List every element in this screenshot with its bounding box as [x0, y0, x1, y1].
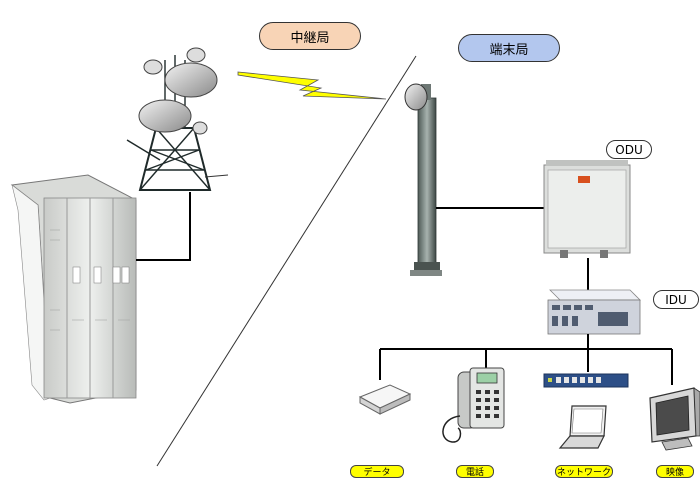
laptop-device	[558, 405, 607, 449]
terminal-station-label: 端末局	[458, 34, 560, 62]
radio-link-bolt	[237, 71, 387, 100]
idu-label: IDU	[653, 290, 699, 309]
relay-cable	[136, 192, 191, 261]
relay-tower	[126, 47, 229, 191]
odu-label: ODU	[606, 140, 652, 159]
idu-unit	[547, 289, 641, 335]
odu-unit	[543, 160, 631, 258]
device-label-network: ネットワーク	[555, 465, 613, 478]
network-switch-device	[543, 373, 629, 388]
device-label-video: 映像	[656, 465, 694, 478]
relay-equipment-cabinet	[10, 174, 137, 404]
distribution-bus	[379, 334, 673, 385]
data-device	[358, 384, 412, 415]
device-label-data: データ	[350, 465, 404, 478]
relay-station-label: 中継局	[259, 22, 361, 50]
device-label-phone: 電話	[456, 465, 494, 478]
terminal-pole	[404, 83, 442, 276]
telephone-device	[442, 367, 505, 443]
region-divider	[156, 55, 417, 467]
monitor-device	[649, 387, 700, 451]
